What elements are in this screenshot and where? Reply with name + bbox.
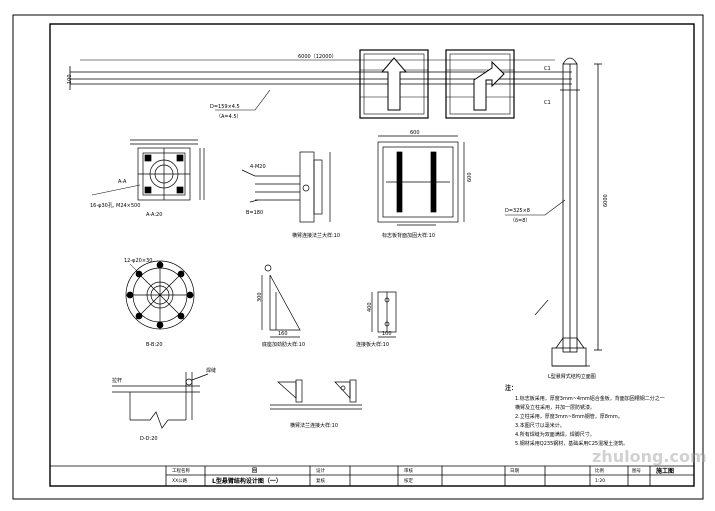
pipe-arm-sub-label: （A=4.5）: [216, 114, 242, 120]
rib-height-dim: 300: [257, 292, 263, 302]
tb-project-label: 工程名称: [172, 467, 190, 474]
bolt-connection-detail: [270, 379, 362, 410]
bolt-note-label: 4-M20: [250, 164, 266, 170]
arm-conn-caption: 横臂连接法兰大样:10: [292, 232, 340, 239]
sign-height-dim: 600: [467, 172, 473, 182]
tb-sheet-no-value: 1:20: [595, 478, 605, 484]
arm-length-dim: 6000（12000）: [298, 54, 337, 60]
weld-label: 焊缝: [206, 367, 216, 374]
elevation-caption: L型悬臂式结构立面图: [548, 373, 596, 380]
note-line: 5.钢材采用Q235钢材，基础采用C25混凝土浇筑。: [515, 440, 628, 447]
outer-border: [12, 14, 704, 500]
tb-check-label: 复核: [316, 477, 325, 484]
post-b-label: B=180: [246, 210, 263, 216]
rib-width-dim: 160: [278, 331, 288, 337]
note-line: 1.标志板采用，厚度3mm~4mm铝合金板，背面加固槽钢二分之一: [515, 395, 665, 402]
circular-flange-section: [125, 260, 195, 330]
tie-label: 拉杆: [112, 377, 122, 384]
tie-rod-section: [112, 372, 209, 429]
tb-scale-label: 比例: [595, 467, 604, 474]
notes-heading: 注：: [505, 384, 517, 392]
base-rib-detail: [261, 264, 301, 338]
tb-mark: 回: [252, 467, 257, 474]
base-rib-caption: 底座加劲肋大样:10: [262, 341, 305, 348]
note-line: 2.立柱采用，厚度3mm~8mm钢管，厚8mm。: [515, 413, 623, 420]
section-b-caption: B-B:20: [146, 342, 163, 348]
title-block-frame: [50, 465, 694, 486]
tb-review-label: 审核: [404, 467, 413, 474]
arm-offset-dim: 100: [67, 74, 73, 84]
plate-caption: 连接板大样:10: [356, 341, 389, 348]
circle-holes-label: 12-φ20×30: [124, 258, 152, 264]
base-plate-section: [91, 139, 205, 201]
pipe-arm-label: D=159×4.5: [210, 104, 240, 110]
conn-c1-label-2: C1: [544, 100, 551, 106]
sheet-status: 施工图: [656, 467, 674, 475]
bolt-detail-caption: 横臂法兰连接大样:10: [290, 422, 338, 429]
conn-c1-label-1: C1: [544, 66, 551, 72]
note-line: 横臂及立柱采用，并加一层防锈漆。: [515, 404, 595, 411]
plate-height-dim: 400: [367, 302, 373, 312]
connection-plate-detail: [371, 291, 397, 338]
tb-date-label: 日期: [510, 468, 519, 474]
tb-design-label: 设计: [316, 467, 325, 474]
inner-border: [49, 23, 695, 487]
base-bolts-label: 16-φ30孔, M24×500: [90, 202, 140, 209]
drawing-title: L型悬臂结构设计图（一）: [212, 477, 282, 485]
tb-approve-label: 核定: [404, 477, 413, 484]
post-height-dim: 6000: [603, 194, 609, 207]
arm-flange-detail: [241, 151, 331, 223]
sign-back-detail: [377, 135, 465, 226]
note-line: 4.所有焊缝为双面满焊，焊脚尺寸。: [515, 431, 595, 438]
sign-width-dim: 600: [410, 130, 420, 136]
tb-project-value: XX公路: [172, 477, 188, 484]
pipe-post-label: D=325×8: [505, 208, 530, 214]
tb-sheet-no-label: 图号: [632, 468, 641, 474]
section-a-caption: A-A:20: [146, 212, 162, 218]
note-line: 3.本图尺寸以毫米计。: [515, 422, 565, 429]
section-d-caption: D-D:20: [140, 436, 158, 442]
watermark: zhulong.com: [592, 447, 707, 466]
sign-panel-straight: [359, 49, 429, 119]
pipe-post-sub-label: （δ=8）: [510, 218, 530, 224]
sign-panel-right-turn: [445, 49, 515, 119]
anchor-label: A-A: [118, 179, 127, 185]
sign-back-caption: 标志板背面加固大样:10: [382, 232, 435, 239]
plate-width-dim: 100: [382, 331, 392, 337]
